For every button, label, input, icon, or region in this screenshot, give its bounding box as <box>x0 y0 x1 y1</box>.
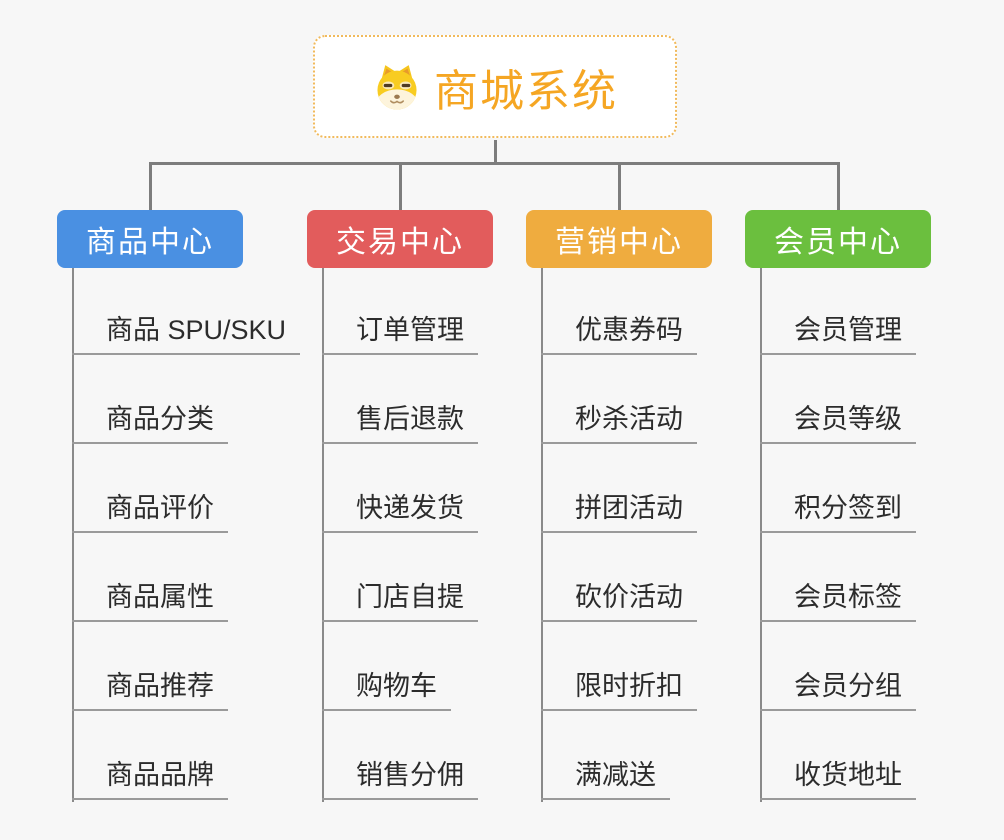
topic-item[interactable]: 优惠券码 <box>541 314 697 355</box>
topic-item[interactable]: 砍价活动 <box>541 581 697 622</box>
connector-branch-drop <box>148 161 152 210</box>
branch-trunk-line <box>541 268 543 802</box>
topic-item[interactable]: 收货地址 <box>760 759 916 800</box>
topic-item[interactable]: 销售分佣 <box>322 759 478 800</box>
dog-face-icon <box>377 64 417 110</box>
topic-item[interactable]: 会员等级 <box>760 403 916 444</box>
topic-item[interactable]: 售后退款 <box>322 403 478 444</box>
topic-item[interactable]: 快递发货 <box>322 492 478 533</box>
topic-item[interactable]: 商品推荐 <box>72 670 228 711</box>
connector-root-drop <box>493 140 497 165</box>
connector-branch-drop <box>836 161 840 210</box>
topic-item[interactable]: 积分签到 <box>760 492 916 533</box>
branch-node-4[interactable]: 会员中心 <box>745 210 931 268</box>
connector-branch-drop <box>398 161 402 210</box>
topic-item[interactable]: 会员标签 <box>760 581 916 622</box>
branch-node-1[interactable]: 商品中心 <box>57 210 243 268</box>
branch-trunk-line <box>322 268 324 802</box>
topic-item[interactable]: 订单管理 <box>322 314 478 355</box>
topic-item[interactable]: 拼团活动 <box>541 492 697 533</box>
topic-item[interactable]: 商品品牌 <box>72 759 228 800</box>
topic-item[interactable]: 商品评价 <box>72 492 228 533</box>
branch-trunk-line <box>760 268 762 802</box>
topic-item[interactable]: 商品属性 <box>72 581 228 622</box>
root-title: 商城系统 <box>434 66 618 116</box>
connector-horizontal-bar <box>148 161 840 165</box>
topic-item[interactable]: 会员分组 <box>760 670 916 711</box>
topic-item[interactable]: 满减送 <box>541 759 670 800</box>
topic-item[interactable]: 门店自提 <box>322 581 478 622</box>
topic-item[interactable]: 限时折扣 <box>541 670 697 711</box>
topic-item[interactable]: 购物车 <box>322 670 451 711</box>
branch-node-3[interactable]: 营销中心 <box>526 210 712 268</box>
topic-item[interactable]: 会员管理 <box>760 314 916 355</box>
topic-item[interactable]: 商品 SPU/SKU <box>72 314 301 355</box>
branch-node-2[interactable]: 交易中心 <box>307 210 493 268</box>
topic-item[interactable]: 秒杀活动 <box>541 403 697 444</box>
root-node[interactable]: 商城系统 <box>313 35 677 138</box>
branch-trunk-line <box>72 268 74 802</box>
topic-item[interactable]: 商品分类 <box>72 403 228 444</box>
connector-branch-drop <box>617 161 621 210</box>
